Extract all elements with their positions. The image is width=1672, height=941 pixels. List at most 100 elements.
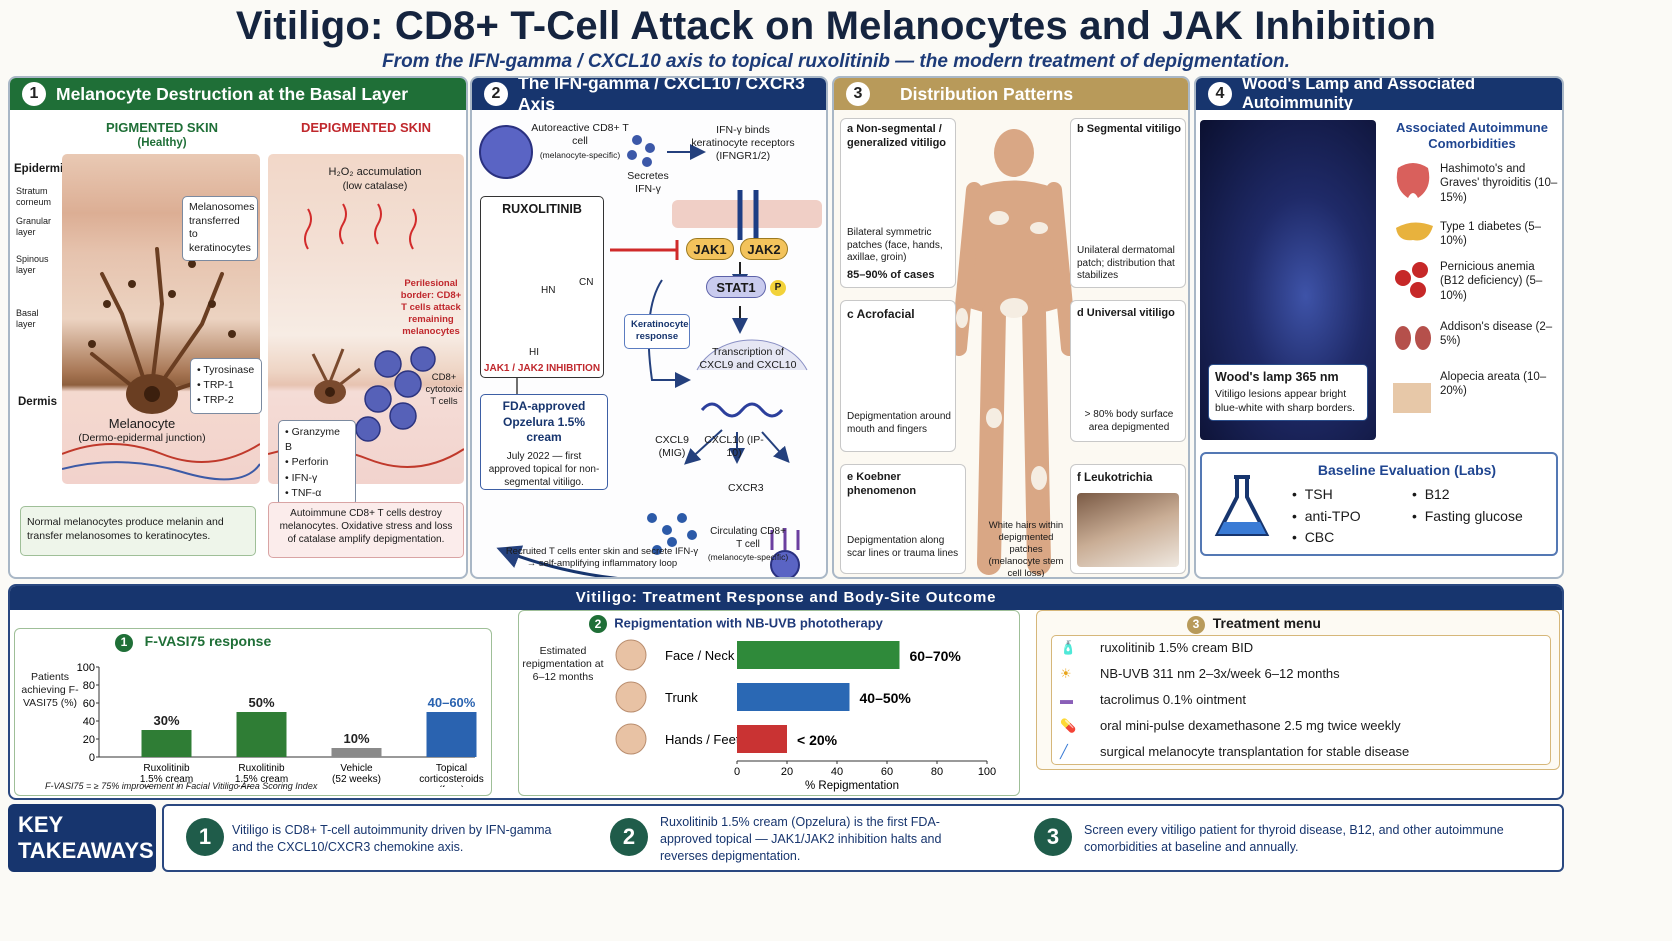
hi-label: HI <box>529 347 539 358</box>
key-takeaways-box: 1 Vitiligo is CD8+ T-cell autoimmunity d… <box>162 804 1564 872</box>
x-tick-label: Ruxolitinib <box>143 763 190 774</box>
thyroid-icon <box>1396 163 1430 198</box>
x-tick-label: (52 weeks) <box>237 785 286 787</box>
cream-tube-icon: 🧴 <box>1060 640 1077 655</box>
x-tick-label: 20 <box>781 766 793 778</box>
x-tick-label: corticosteroids <box>419 774 483 785</box>
panel-title: Distribution Patterns <box>900 83 1074 104</box>
x-tick-label: 0 <box>734 766 740 778</box>
h2o2-label: H₂O₂ accumulation <box>328 166 422 178</box>
tcell-label: Autoreactive CD8+ T cell <box>531 122 629 148</box>
panel-ifn-axis: 2 The IFN-gamma / CXCL10 / CXCR3 Axis Au… <box>470 76 828 579</box>
nbuvb-left-label: Estimated repigmentation at 6–12 months <box>522 645 604 684</box>
takeaway-1: 1 <box>186 818 224 856</box>
panel-number: 1 <box>22 82 46 106</box>
hands-feet-icon <box>615 723 647 755</box>
cytokine-item: • Granzyme B <box>285 426 341 454</box>
cxcl10-label: CXCL10 (IP-10) <box>704 434 764 460</box>
layer-granular: Granular layer <box>16 216 52 238</box>
treatment-item: ☀NB-UVB 311 nm 2–3x/week 6–12 months <box>1060 666 1340 681</box>
panel-3-header: 3 Distribution Patterns <box>834 78 1188 110</box>
x-tick-label: (face) <box>439 785 465 787</box>
labs-right-list: • B12 • Fasting glucose <box>1412 484 1523 527</box>
category-label: Trunk <box>665 690 698 705</box>
data-label: 40–50% <box>860 690 912 706</box>
pattern-koebner: e Koebner phenomenon Depigmentation alon… <box>840 464 966 574</box>
pattern-desc: Bilateral symmetric patches (face, hands… <box>847 227 943 263</box>
x-tick-label: 80 <box>931 766 943 778</box>
comorbidity-item: Alopecia areata (10–20%) <box>1440 371 1547 398</box>
body-figure <box>954 129 1074 575</box>
bar <box>426 712 477 757</box>
comorbidity-icons <box>1393 163 1433 413</box>
panel-title: Melanocyte Destruction at the Basal Laye… <box>56 83 409 104</box>
bar <box>331 748 382 757</box>
pattern-desc: Depigmentation along scar lines or traum… <box>847 535 959 559</box>
fvasi-title: 1 F-VASI75 response <box>115 633 271 652</box>
panel-number: 2 <box>484 82 508 106</box>
secretes-label: Secretes IFN-γ <box>627 170 669 196</box>
layer-spinous: Spinous layer <box>16 254 49 276</box>
woods-lamp-caption: Wood's lamp 365 nm Vitiligo lesions appe… <box>1208 364 1368 421</box>
lamp-title: Wood's lamp 365 nm <box>1215 370 1339 384</box>
fvasi-chart-panel: 1 F-VASI75 response Patients achieving F… <box>14 628 492 796</box>
fvasi-ylabel: Patients achieving F-VASI75 (%) <box>21 671 79 710</box>
treatment-item: 💊oral mini-pulse dexamethasone 2.5 mg tw… <box>1060 718 1401 733</box>
takeaway-3: 3 <box>1034 818 1072 856</box>
layer-epidermis: Epidermis <box>14 163 70 175</box>
red-blood-cell-icon <box>1395 262 1428 298</box>
x-tick-label: 40 <box>831 766 843 778</box>
panel-1-header: 1 Melanocyte Destruction at the Basal La… <box>10 78 466 110</box>
y-tick-label: 100 <box>77 662 95 674</box>
cytokine-item: • IFN-γ <box>285 471 318 484</box>
panel-number: 3 <box>846 82 870 106</box>
pattern-leukotrichia: f Leukotrichia <box>1070 464 1186 574</box>
pattern-title: d Universal vitiligo <box>1077 307 1175 319</box>
x-tick-label: Vehicle <box>340 763 373 774</box>
jak1-node: JAK1 <box>686 238 734 260</box>
x-tick-label: Ruxolitinib <box>238 763 285 774</box>
scalpel-icon: ╱ <box>1060 744 1068 759</box>
comorbidity-item: Type 1 diabetes (5–10%) <box>1440 221 1542 248</box>
pattern-nonsegmental: a Non-segmental / generalized vitiligo B… <box>840 118 956 288</box>
t-cell-attack-drawing <box>268 203 464 468</box>
pattern-desc: Unilateral dermatomal patch; distributio… <box>1077 245 1175 281</box>
pattern-desc: > 80% body surface area depigmented <box>1084 409 1174 433</box>
treatment-item: 🧴ruxolitinib 1.5% cream BID <box>1060 640 1254 655</box>
y-tick-label: 40 <box>83 716 95 728</box>
pattern-acrofacial: c Acrofacial Depigmentation around mouth… <box>840 300 956 452</box>
bar <box>236 712 287 757</box>
x-axis-label: % Repigmentation <box>805 780 899 792</box>
pattern-title: c Acrofacial <box>847 307 915 321</box>
perilesional-label: Perilesional border: CD8+ T cells attack… <box>400 278 462 337</box>
treatment-item: ▬tacrolimus 0.1% ointment <box>1060 692 1246 707</box>
key-takeaways-label: KEY TAKEAWAYS <box>8 804 156 872</box>
pattern-title: f Leukotrichia <box>1077 472 1153 484</box>
panel-woods-lamp: 4 Wood's Lamp and Associated Autoimmunit… <box>1194 76 1564 579</box>
takeaway-2-text: Ruxolitinib 1.5% cream (Opzelura) is the… <box>660 815 942 863</box>
lab-item: • anti-TPO <box>1292 507 1361 524</box>
nbuvb-title: 2 Repigmentation with NB-UVB phototherap… <box>589 615 883 633</box>
data-label: < 20% <box>797 732 838 748</box>
tcell-sublabel: (melanocyte-specific) <box>539 150 621 160</box>
keratinocyte-response-label: Keratinocyte response <box>624 314 690 349</box>
cytokine-item: • TNF-α <box>285 486 322 499</box>
enzyme-list: • Tyrosinase • TRP-1 • TRP-2 <box>190 358 262 414</box>
ointment-jar-icon: ▬ <box>1060 692 1073 707</box>
data-label: 30% <box>153 713 179 728</box>
note-autoimmune: Autoimmune CD8+ T cells destroy melanocy… <box>268 502 464 558</box>
x-tick-label: 1.5% cream <box>140 774 193 785</box>
comorbidity-item: Addison's disease (2–5%) <box>1440 321 1553 348</box>
baseline-labs-box: Baseline Evaluation (Labs) • TSH • anti-… <box>1200 452 1558 556</box>
pattern-desc: Depigmentation around mouth and fingers <box>847 411 951 435</box>
melanosome-label: Melanosomes transferred to keratinocytes <box>182 196 258 261</box>
y-tick-label: 20 <box>83 734 95 746</box>
pattern-title: a Non-segmental / generalized vitiligo <box>847 123 947 149</box>
treatment-menu-panel: 3 Treatment menu 🧴ruxolitinib 1.5% cream… <box>1036 610 1560 770</box>
melanocyte-label: Melanocyte <box>108 416 176 431</box>
pill-icon: 💊 <box>1060 718 1077 733</box>
cn-label: CN <box>579 277 594 288</box>
nbuvb-chart-panel: 2 Repigmentation with NB-UVB phototherap… <box>518 610 1020 796</box>
